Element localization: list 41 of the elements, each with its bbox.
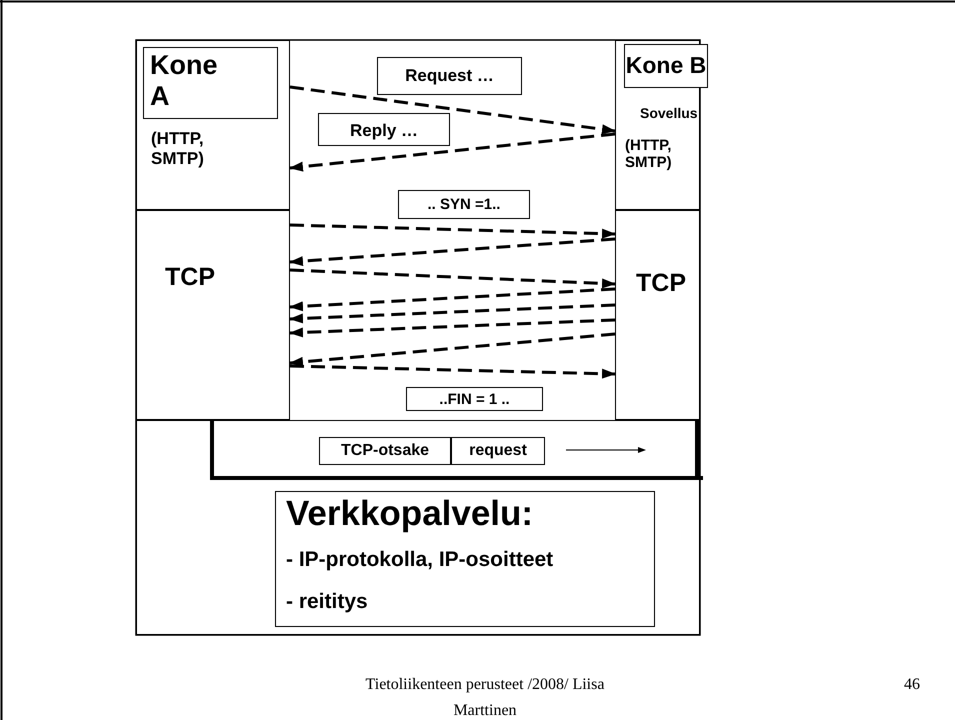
payload-field [451, 437, 545, 465]
dashed-arrow [289, 132, 616, 172]
message-label: ..FIN = 1 .. [438, 391, 511, 408]
message-label: .. SYN =1.. [426, 196, 502, 214]
layer-name: TCP [165, 263, 216, 292]
service-item: - reititys [286, 590, 369, 614]
service-item: - IP-protokolla, IP-osoitteet [286, 548, 554, 572]
header-field [319, 437, 451, 465]
message-label-box [406, 387, 543, 411]
dashed-arrow [289, 318, 616, 338]
service-heading: Verkkopalvelu: [286, 494, 534, 534]
dashed-arrow [290, 268, 616, 288]
message-label-box [398, 190, 530, 219]
dashed-arrow [290, 86, 616, 134]
service-box [275, 491, 655, 627]
message-label-box [377, 57, 522, 95]
field-label: request [468, 442, 528, 460]
protocol-names: (HTTP, SMTP) [151, 129, 205, 168]
protocol-names: (HTTP, SMTP) [625, 137, 673, 172]
dashed-arrow [289, 238, 616, 266]
dashed-arrow [289, 288, 616, 312]
message-label: Reply … [348, 121, 420, 141]
message-label-box [318, 113, 450, 146]
layer-name: TCP [636, 269, 687, 298]
field-label: TCP-otsake [340, 442, 430, 460]
layer-name: Sovellus [640, 105, 699, 122]
host-box [624, 44, 708, 88]
dashed-arrow [290, 364, 616, 379]
protocol-layer-box [136, 40, 290, 210]
dashed-arrow [289, 332, 616, 367]
network-layer-band [136, 420, 700, 635]
footer-text: Tietoliikenteen perusteet /2008/ Liisa Marttinen [364, 675, 606, 720]
protocol-layer-box [615, 210, 700, 420]
dashed-arrow [290, 224, 616, 239]
host-name: Kone B [625, 52, 707, 78]
protocol-layer-box [136, 210, 290, 420]
dashed-arrow [289, 304, 616, 324]
host-name: Kone A [150, 50, 218, 112]
message-label: Request … [404, 66, 495, 86]
page-number: 46 [903, 675, 920, 695]
host-box [143, 47, 278, 119]
